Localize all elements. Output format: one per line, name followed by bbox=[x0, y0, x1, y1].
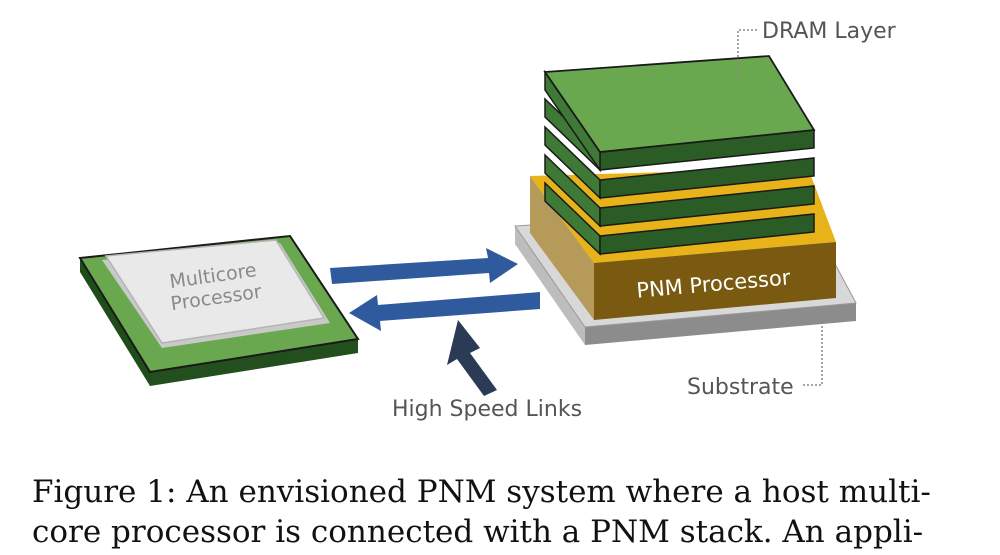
high-speed-links-label: High Speed Links bbox=[392, 397, 582, 422]
caption-line-2: core processor is connected with a PNM s… bbox=[32, 514, 924, 550]
link-arrow-left bbox=[349, 292, 540, 331]
pointer-arrow bbox=[447, 320, 497, 396]
dram-layer-3 bbox=[544, 153, 815, 228]
dram-layer-2 bbox=[544, 125, 815, 200]
caption-line-1: Figure 1: An envisioned PNM system where… bbox=[32, 474, 931, 510]
substrate-label: Substrate bbox=[687, 375, 794, 400]
multicore-processor-chip: Multicore Processor bbox=[78, 234, 360, 386]
pnm-stack: PNM Processor bbox=[514, 55, 857, 345]
dram-layer-top bbox=[543, 55, 816, 173]
figure-caption: Figure 1: An envisioned PNM system where… bbox=[32, 472, 982, 552]
dram-layer-label: DRAM Layer bbox=[762, 19, 897, 44]
substrate-leader-line bbox=[803, 320, 823, 386]
link-arrow-right bbox=[330, 248, 518, 284]
dram-layer-4 bbox=[544, 181, 815, 256]
pnm-system-diagram: Multicore Processor PNM Processor bbox=[78, 19, 897, 422]
